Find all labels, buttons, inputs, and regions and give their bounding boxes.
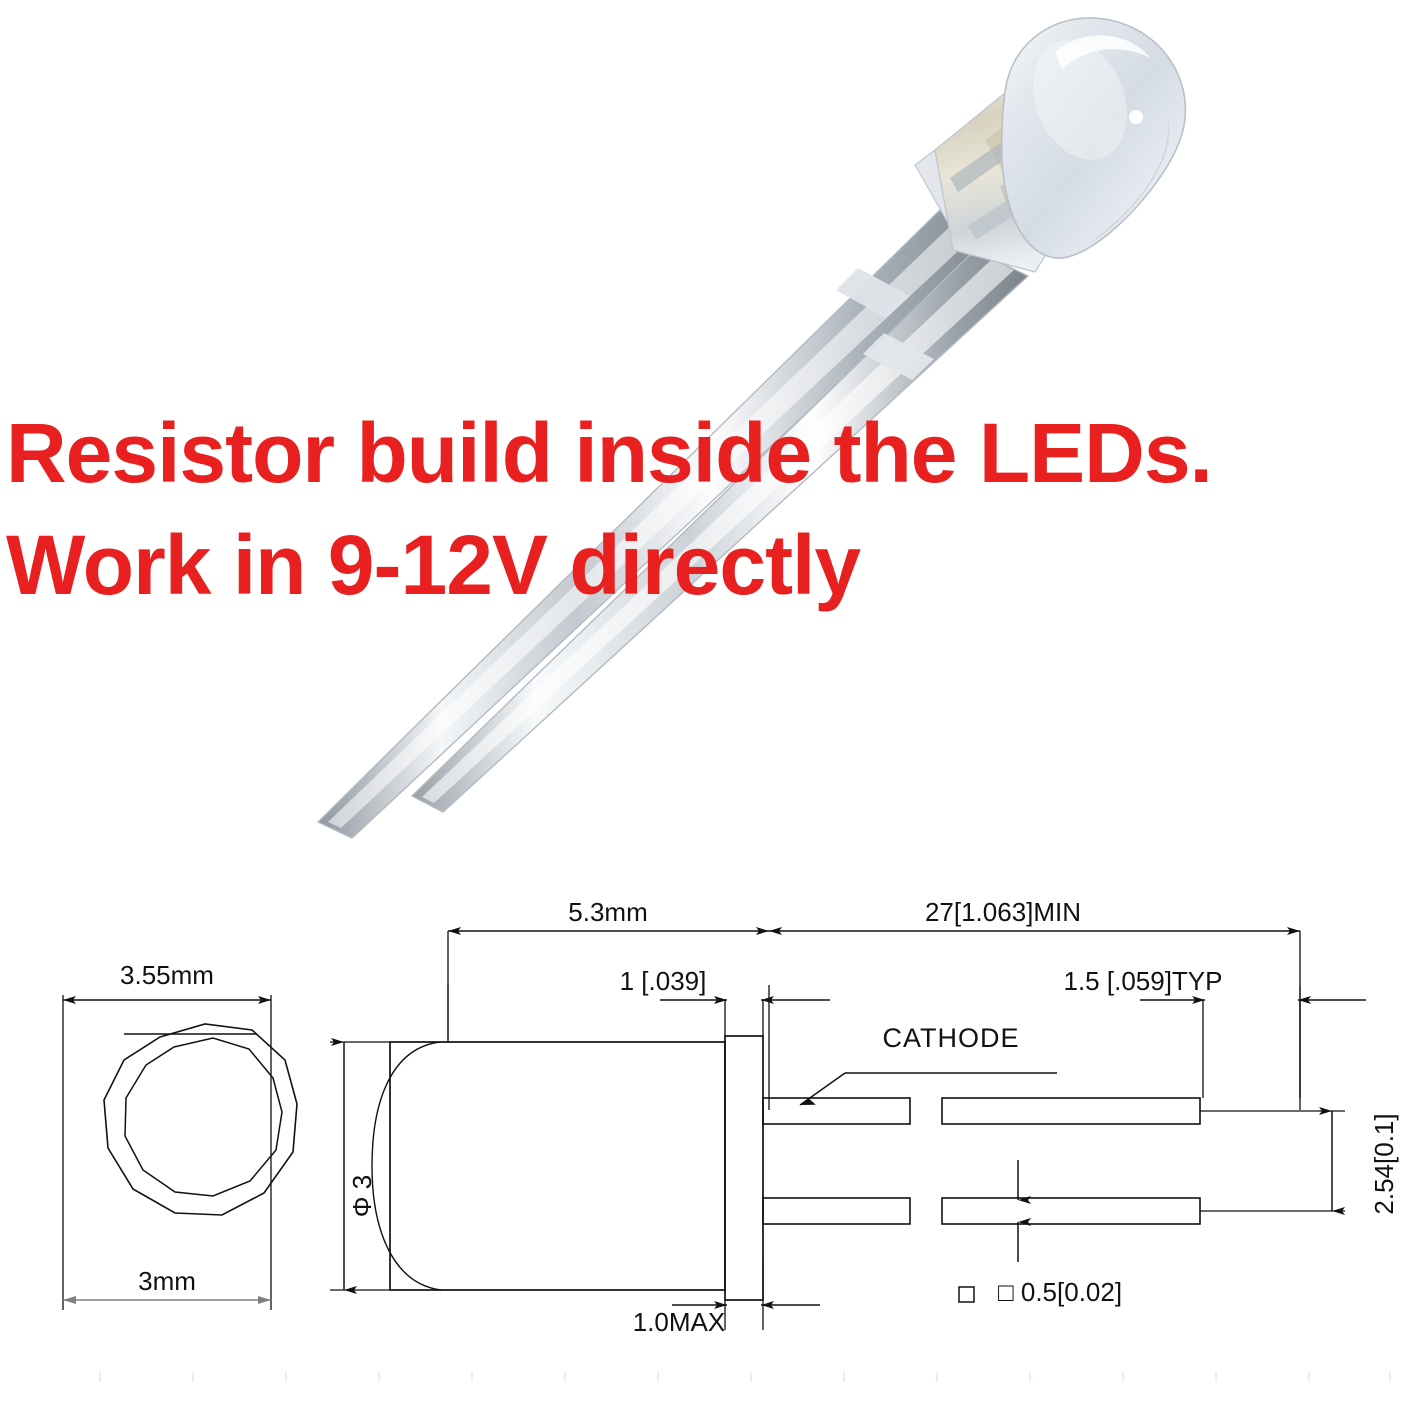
side-view-lead-lower-inner <box>762 1197 911 1225</box>
front-view-inner-outline <box>124 1037 283 1197</box>
dim-label-lead-length: 27[1.063]MIN <box>925 897 1081 927</box>
dim-label-lead-section: □ 0.5[0.02] <box>998 1277 1122 1307</box>
promo-line-2: Work in 9-12V directly <box>6 517 861 612</box>
dim-label-body-length: 5.3mm <box>568 897 647 927</box>
side-view-flange-rect <box>724 1035 764 1301</box>
front-view-dim-355-label: 3.55mm <box>120 960 214 990</box>
dim-label-lead-break: 1.5 [.059]TYP <box>1064 966 1223 996</box>
bottom-tick-ruler <box>99 1372 1391 1382</box>
lens-highlight-dot <box>1129 110 1143 124</box>
dim-label-diameter: Φ 3 <box>347 1175 377 1217</box>
led-technical-drawing: 3.55mm 3mm <box>0 880 1403 1403</box>
technical-drawing-svg: 3.55mm 3mm <box>0 880 1403 1403</box>
drawing-background <box>0 880 1403 1403</box>
side-view-dome-arc <box>371 1041 442 1291</box>
front-view-group <box>62 995 298 1310</box>
dim-label-flange-width: 1 [.039] <box>620 966 707 996</box>
side-view-lead-upper-inner <box>762 1097 911 1125</box>
led-photograph <box>316 17 1187 839</box>
promo-line-1: Resistor build inside the LEDs. <box>6 406 1213 500</box>
square-symbol-icon <box>958 1286 975 1303</box>
cathode-leader-arrow <box>799 1072 846 1106</box>
front-view-dim-3mm-label: 3mm <box>138 1266 196 1296</box>
led-lead-short <box>410 249 1030 813</box>
front-view-outer-outline <box>103 1023 298 1216</box>
cathode-label: CATHODE <box>882 1023 1019 1053</box>
promo-text-overlay: Resistor build inside the LEDs. Work in … <box>6 398 1396 621</box>
side-view-group <box>330 927 1366 1330</box>
dim-label-flange-thickness: 1.0MAX <box>633 1307 726 1337</box>
dim-label-lead-pitch: 2.54[0.1] <box>1369 1113 1399 1214</box>
led-photo-svg <box>316 17 1187 839</box>
led-dome-lens <box>1001 17 1187 259</box>
